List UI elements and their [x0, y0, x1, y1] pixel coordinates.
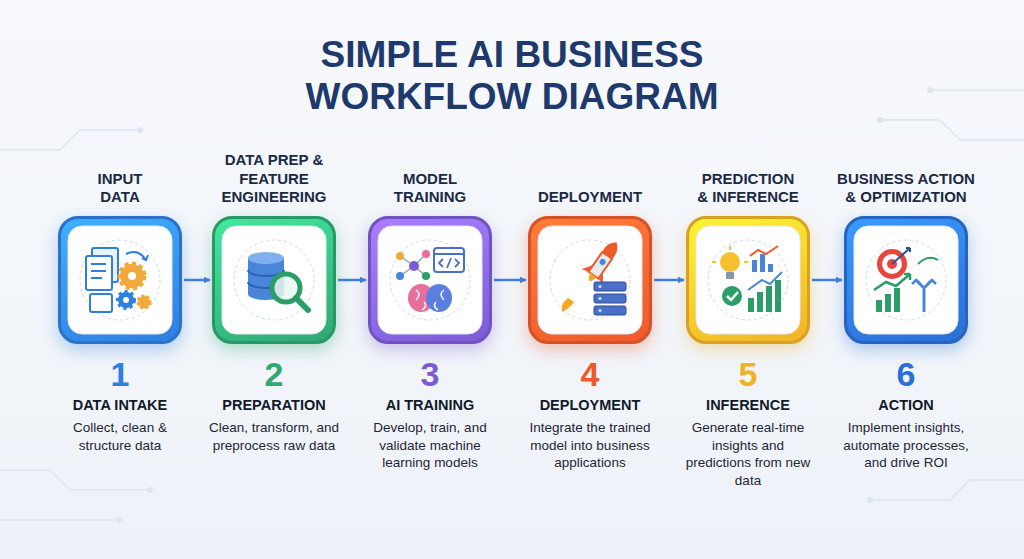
step-label: PREPARATION: [222, 398, 325, 414]
step-number: 5: [739, 357, 758, 391]
step-label: INFERENCE: [706, 398, 790, 414]
process-box: DEPLOYMENT4DEPLOYMENTIntegrate the train…: [528, 216, 652, 344]
step-description: Integrate the trained model into busines…: [515, 419, 665, 472]
process-box: PREDICTION & INFERENCE5INFERENCEGenerate…: [686, 216, 810, 344]
step-heading: MODEL TRAINING: [380, 170, 480, 208]
step-heading: PREDICTION & INFERENCE: [696, 170, 801, 208]
step-heading: DATA PREP & FEATURE ENGINEERING: [199, 151, 349, 207]
step-description: Generate real-time insights and predicti…: [681, 419, 816, 489]
step-description: Collect, clean & structure data: [53, 419, 188, 454]
step-label: AI TRAINING: [386, 398, 475, 414]
step-description: Clean, transform, and preprocess raw dat…: [207, 419, 342, 454]
flow-arrow: [494, 279, 526, 282]
step-heading: DEPLOYMENT: [515, 188, 665, 207]
process-box: BUSINESS ACTION & OPTIMIZATION6ACTIONImp…: [844, 216, 968, 344]
step-heading: INPUT DATA: [80, 170, 160, 208]
process-box: MODEL TRAINING3AI TRAININGDevelop, train…: [368, 216, 492, 344]
step-label: DEPLOYMENT: [540, 398, 641, 414]
flow-arrow: [654, 279, 684, 282]
flow-arrow: [338, 279, 366, 282]
step-number: 4: [581, 357, 600, 391]
step-number: 1: [111, 357, 130, 391]
step-number: 2: [265, 357, 284, 391]
step-number: 6: [897, 357, 916, 391]
flow-arrow: [184, 279, 210, 282]
step-label: DATA INTAKE: [73, 398, 168, 414]
flow-arrow: [812, 279, 842, 282]
process-box: INPUT DATA1DATA INTAKECollect, clean & s…: [58, 216, 182, 344]
step-description: Develop, train, and validate machine lea…: [360, 419, 500, 472]
step-heading: BUSINESS ACTION & OPTIMIZATION: [834, 170, 979, 208]
step-description: Implement insights, automate processes, …: [836, 419, 976, 472]
process-box: DATA PREP & FEATURE ENGINEERING2PREPARAT…: [212, 216, 336, 344]
step-label: ACTION: [878, 398, 934, 414]
step-number: 3: [421, 357, 440, 391]
diagram-title: SIMPLE AI BUSINESS WORKFLOW DIAGRAM: [232, 34, 792, 118]
